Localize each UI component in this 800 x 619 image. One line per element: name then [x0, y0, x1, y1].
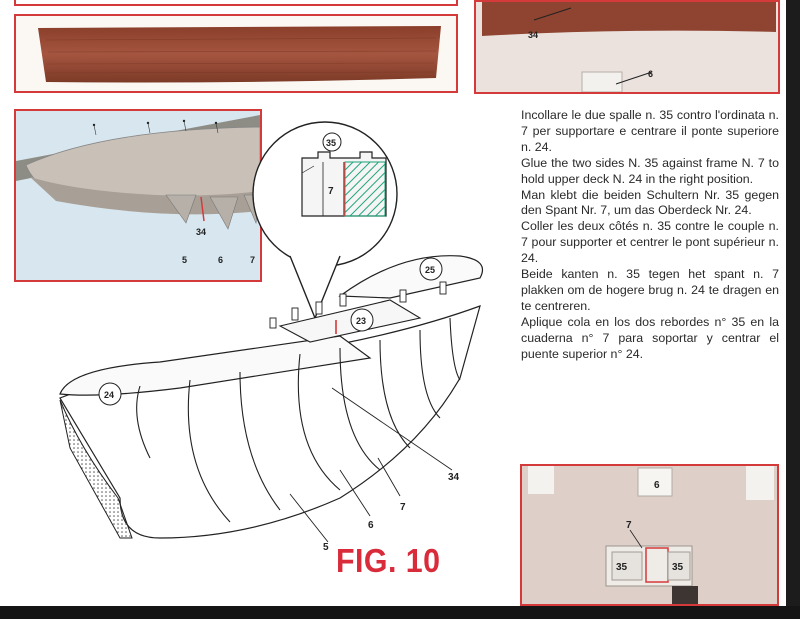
hull-assembled-image: 34 5 6 7	[16, 111, 260, 280]
hull-body	[59, 305, 481, 539]
label-7: 7	[626, 520, 632, 531]
wood-strip-image	[38, 26, 441, 83]
photo-wood-strip	[14, 14, 458, 93]
label-23: 23	[356, 316, 366, 326]
label-5: 5	[182, 255, 187, 265]
label-6: 6	[648, 69, 653, 79]
detail-label-7: 7	[328, 186, 334, 197]
label-6: 6	[654, 480, 660, 491]
upper-deck-24	[59, 335, 372, 396]
photo-deck-top: 34 6	[474, 0, 780, 94]
instruction-page: 34 6 34 5 6 7 Incollare le du	[0, 0, 786, 606]
label-34: 34	[448, 472, 460, 483]
instructions-text: Incollare le due spalle n. 35 contro l'o…	[521, 108, 779, 363]
figure-title: FIG. 10	[336, 542, 441, 579]
hull-frames	[136, 317, 461, 523]
instruction-french: Coller les deux côtés n. 35 contre le co…	[521, 219, 779, 266]
label-35-right: 35	[672, 562, 684, 573]
detail-label-35: 35	[326, 138, 336, 148]
label-34: 34	[528, 30, 538, 40]
instruction-italian: Incollare le due spalle n. 35 contro l'o…	[521, 108, 779, 154]
instruction-german: Man klebt die beiden Schultern Nr. 35 ge…	[521, 187, 779, 218]
label-7: 7	[400, 502, 406, 513]
photo-frame-detail: 6 7 35 35	[520, 464, 779, 606]
instruction-english: Glue the two sides N. 35 against frame N…	[521, 155, 779, 186]
photo-top-edge	[14, 0, 458, 6]
detail-hatched-area	[344, 161, 386, 217]
scan-edge-bottom	[0, 606, 800, 619]
label-35-left: 35	[616, 562, 628, 573]
label-25: 25	[425, 265, 435, 275]
middle-deck-23	[278, 299, 422, 343]
label-6: 6	[368, 520, 374, 531]
label-5: 5	[323, 542, 329, 553]
instruction-spanish: Aplique cola en los dos rebordes n° 35 e…	[521, 314, 779, 361]
label-6: 6	[218, 255, 223, 265]
frame-detail-image: 6 7 35 35	[522, 466, 777, 604]
hull-diagram: 35 7	[59, 121, 484, 553]
scan-edge-right	[786, 0, 800, 619]
stem-piece	[59, 399, 133, 539]
instruction-dutch: Beide kanten n. 35 tegen het spant n. 7 …	[521, 267, 779, 313]
deck-top-image: 34 6	[476, 2, 778, 92]
label-24: 24	[104, 390, 114, 400]
label-34: 34	[196, 227, 206, 237]
label-7: 7	[250, 255, 255, 265]
stern-deck-25	[338, 255, 484, 299]
